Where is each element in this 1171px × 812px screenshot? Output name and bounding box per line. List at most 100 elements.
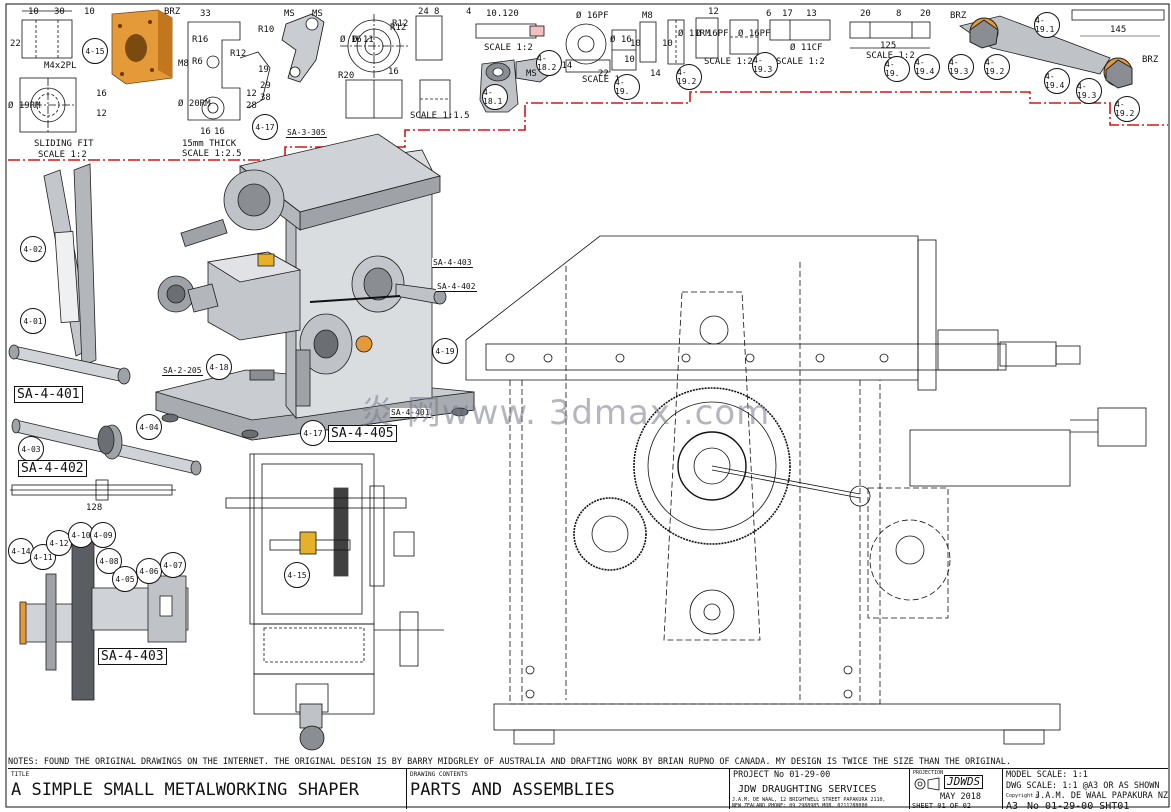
part-sa-4-401 (8, 163, 131, 385)
detail-balloon-14: 4-19.2 (1114, 96, 1140, 122)
assembly-tag-sa-4-403: SA-4-403 (432, 258, 473, 268)
drawing-notes: NOTES: FOUND THE ORIGINAL DRAWINGS ON TH… (8, 757, 1012, 767)
detail-label-8: R12 (230, 49, 247, 59)
dimension-18: 16 (96, 89, 107, 99)
part-label-sa-4-403: SA-4-403 (98, 648, 167, 665)
dimension-16: 145 (1110, 25, 1127, 35)
balloon-4-02: 4-02 (20, 236, 46, 262)
balloon-4-01: 4-01 (20, 308, 46, 334)
balloon-403-6: 4-05 (112, 566, 138, 592)
detail-4-15-render (111, 9, 173, 85)
copyright-owner: J.A.M. DE WAAL PAPAKURA NZ (1035, 791, 1169, 801)
detail-balloon-13: 4-19.3 (1076, 78, 1102, 104)
drafting-service: JDW DRAUGHTING SERVICES (738, 784, 877, 795)
dimension-23: 16 (214, 127, 225, 137)
detail-label-13: 15mm THICK (182, 139, 237, 149)
detail-4-19-disc (565, 23, 637, 73)
assembly-tag-sa-2-205: SA-2-205 (162, 366, 203, 376)
detail-label-18: Ø 16PF (576, 11, 609, 21)
dimension-13: 20 (860, 9, 871, 19)
detail-label-33: BRZ (1142, 55, 1159, 65)
address-line-2: NEW ZEALAND PHONE: 09 2988985 MOB. 02112… (732, 803, 868, 809)
drawing-title: A SIMPLE SMALL METALWORKING SHAPER (11, 780, 359, 800)
drawing-contents: PARTS AND ASSEMBLIES (410, 780, 615, 800)
detail-label-3: Ø 16 (340, 35, 362, 45)
detail-label-20: R14 (556, 61, 573, 71)
dimension-17: 125 (880, 41, 897, 51)
front-balloon-4-15: 4-15 (284, 562, 310, 588)
project-number: PROJECT No 01-29-00 (733, 770, 831, 780)
detail-balloon-11: 4-19.1 (1034, 12, 1060, 38)
drawing-number: No 01-29-00 SHT01 (1027, 801, 1130, 812)
detail-label-7: R16 (192, 35, 209, 45)
dimension-11: 17 (782, 9, 793, 19)
detail-label-12: Ø 20RM (178, 99, 211, 109)
detail-balloon-5: 4-19.2 (676, 64, 702, 90)
copyright-caption: Copyright © (1006, 793, 1040, 799)
detail-4-19-shafts (769, 19, 931, 49)
detail-label-10: R6 (192, 57, 203, 67)
dimension-3: 22 (10, 39, 21, 49)
dimension-28: 19 (258, 65, 269, 75)
detail-4-17 (187, 21, 271, 121)
address-line-1: J.A.M. DE WAAL, 12 BRIGHTWELL STREET PAP… (732, 797, 886, 803)
detail-balloon-12: 4-19.4 (1044, 68, 1070, 94)
detail-4-15 (19, 10, 77, 133)
detail-label-28: SCALE 1:2 (704, 57, 753, 67)
sheet-number: SHEET 01 OF 02 (912, 802, 972, 810)
dim-128: 128 (86, 503, 103, 513)
detail-label-5: SCALE 1:2 (38, 150, 87, 160)
assembly-balloon-4-18: 4-18 (206, 354, 232, 380)
dimension-33: 10 (630, 39, 641, 49)
detail-break-line (8, 91, 1168, 161)
sheet-border (5, 3, 1170, 808)
detail-label-15: R12 (390, 23, 407, 33)
part-label-sa-4-402: SA-4-402 (18, 460, 87, 477)
part-label-sa-4-401: SA-4-401 (14, 386, 83, 403)
dimension-29: 16 (388, 67, 399, 77)
scale-cell: MODEL SCALE: 1:1 DWG SCALE: 1:1 @A3 OR A… (1002, 769, 1169, 812)
balloon-403-7: 4-06 (136, 558, 162, 584)
watermark: 炎 网www. 3dmax .com (360, 393, 771, 433)
detail-balloon-9: 4-19.3 (948, 54, 974, 80)
dimension-22: 16 (200, 127, 211, 137)
detail-label-25: Ø 11CF (790, 43, 823, 53)
detail-label-26: SCALE 1:2 (484, 43, 533, 53)
title-cell: TITLE A SIMPLE SMALL METALWORKING SHAPER (8, 769, 406, 809)
dimension-0: 10 (28, 7, 39, 17)
dimension-25: 28 (246, 101, 257, 111)
paper-size: A3 (1006, 801, 1019, 812)
detail-label-1: M4x2PL (44, 61, 77, 71)
part-sa-4-403 (19, 539, 189, 701)
detail-label-11: MS (284, 9, 295, 19)
detail-4-19-pins (639, 17, 759, 65)
front-section-view (225, 453, 444, 751)
detail-label-21: M8 (642, 11, 653, 21)
detail-label-31: SCALE 1:2 (866, 51, 915, 61)
dimension-5: 8 (434, 7, 440, 17)
detail-label-16: R20 (338, 71, 355, 81)
detail-balloon-10: 4-19.2 (984, 54, 1010, 80)
detail-4-18-block (415, 15, 451, 119)
drawing-date: MAY 2018 (940, 792, 981, 802)
part-sa-4-402 (10, 418, 202, 501)
drawing-scale: DWG SCALE: 1:1 @A3 OR AS SHOWN (1006, 781, 1160, 791)
assembly-tag-sa-4-402: SA-4-402 (436, 282, 477, 292)
detail-label-22: Ø 11RM (678, 29, 711, 39)
detail-label-36: R12 (392, 19, 409, 29)
assembly-label-sa-4-405: SA-4-405 (328, 425, 397, 442)
detail-balloon-0: 4-15 (82, 38, 108, 64)
side-elevation (465, 235, 1147, 745)
detail-label-9: R10 (258, 25, 275, 35)
balloon-403-4: 4-09 (90, 522, 116, 548)
dimension-2: 10 (84, 7, 95, 17)
contents-cell: DRAWING CONTENTS PARTS AND ASSEMBLIES (406, 769, 730, 809)
balloon-4-04: 4-04 (136, 414, 162, 440)
dimension-15: 20 (920, 9, 931, 19)
dimension-21: 10 (624, 55, 635, 65)
balloon-4-03: 4-03 (18, 436, 44, 462)
dimension-31: 14 (650, 69, 661, 79)
dimension-20: 24 (418, 7, 429, 17)
